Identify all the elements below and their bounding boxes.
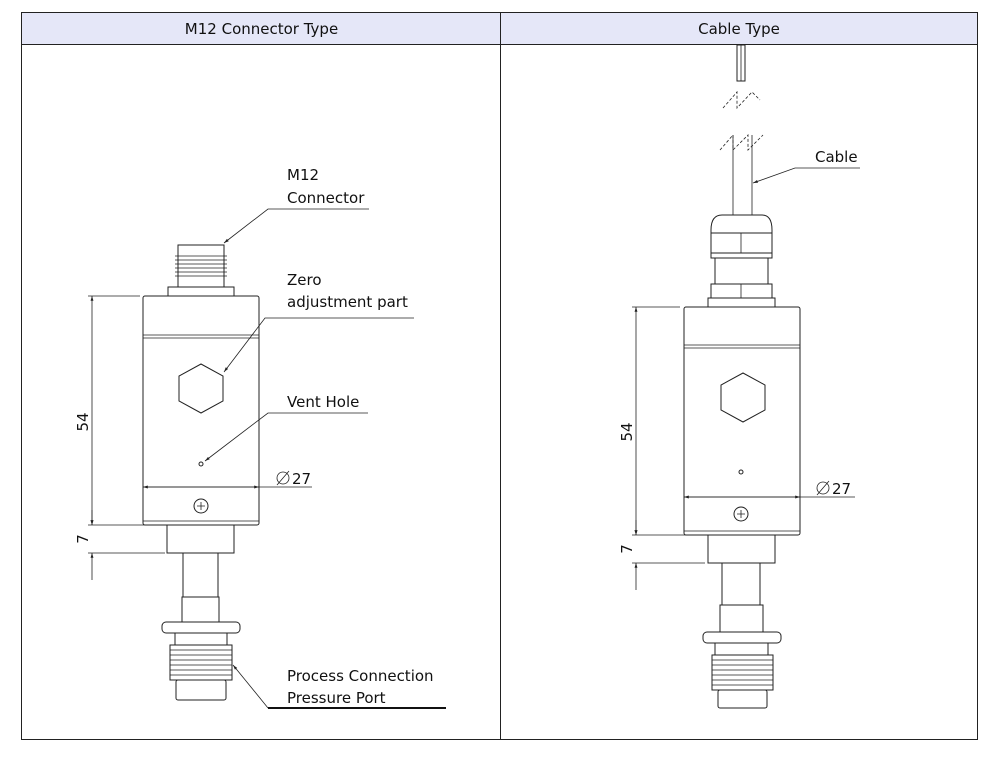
label-zero: Zero: [287, 271, 322, 289]
header-m12-connector-type: M12 Connector Type: [22, 13, 501, 45]
vent-hole: [198, 461, 204, 467]
screw-icon: [193, 498, 209, 514]
height-dimension: 54: [618, 422, 636, 441]
label-m12: M12: [287, 166, 319, 184]
diameter-label: 27: [292, 470, 311, 488]
hex-nut: [161, 621, 241, 634]
label-adjustment-part: adjustment part: [287, 293, 408, 311]
stem-dimension: 7: [618, 544, 636, 554]
vent-hole: [738, 469, 744, 475]
column-divider: [500, 13, 501, 739]
screw-icon: [733, 506, 749, 522]
label-cable: Cable: [815, 148, 858, 166]
cable-sensor-drawing: 27 54 7 Cable: [618, 44, 860, 709]
drawing-table: M12 Connector Type Cable Type: [21, 12, 978, 740]
label-pressure-port: Pressure Port: [287, 689, 386, 707]
zero-adjust-hex: [178, 363, 224, 414]
stem-dimension: 7: [74, 534, 92, 544]
hex-nut: [702, 631, 782, 644]
header-cable-type: Cable Type: [501, 13, 977, 45]
label-connector: Connector: [287, 189, 365, 207]
label-vent-hole: Vent Hole: [287, 393, 359, 411]
process-thread: [711, 654, 774, 691]
m12-connector: [177, 244, 225, 288]
diameter-label: 27: [832, 480, 851, 498]
label-process-connection: Process Connection: [287, 667, 434, 685]
zero-adjust-hex: [720, 372, 766, 423]
height-dimension: 54: [74, 412, 92, 431]
m12-sensor-drawing: 27 54 7 M12 Connector Zero adjustment pa…: [74, 166, 446, 709]
process-thread: [169, 644, 233, 681]
